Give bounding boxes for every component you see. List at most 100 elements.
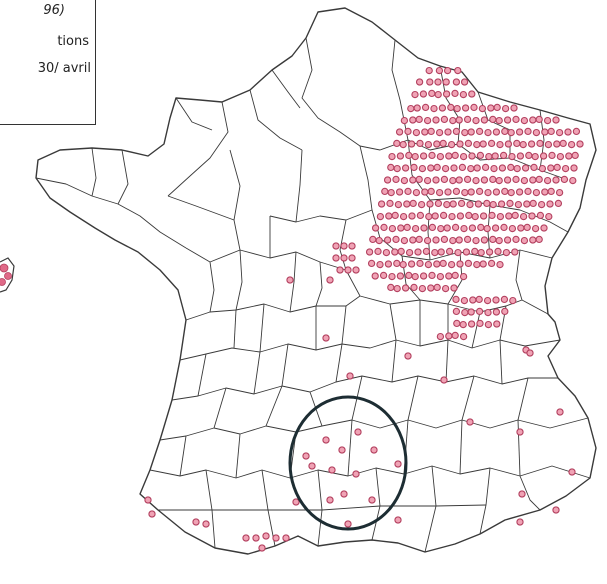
observation-dot [401, 164, 410, 172]
observation-dot [425, 66, 433, 75]
observation-dot [439, 259, 447, 268]
observation-dot [538, 164, 547, 173]
observation-dot [524, 127, 532, 136]
observation-dot [493, 103, 501, 112]
observation-dot [474, 200, 483, 208]
observation-dot [488, 211, 496, 220]
observation-dot [509, 296, 517, 305]
observation-dot [412, 128, 421, 137]
observation-dot [348, 242, 356, 250]
observation-dot [449, 236, 457, 245]
observation-dot [308, 462, 316, 470]
observation-dot [428, 223, 437, 232]
observation-dot [508, 152, 516, 161]
observation-dot [252, 534, 260, 542]
observation-dot [433, 283, 441, 292]
observation-dot [461, 128, 469, 137]
observation-dot [480, 176, 489, 184]
observation-dot [395, 188, 404, 196]
observation-dot [463, 115, 472, 124]
observation-dot [419, 272, 428, 280]
observation-dot [441, 284, 450, 293]
observation-dot [555, 188, 564, 197]
observation-dot [376, 212, 385, 221]
observation-dot [400, 176, 409, 185]
observation-dot [432, 236, 440, 244]
observation-dot [456, 212, 465, 220]
observation-dot [476, 151, 485, 160]
observation-dot [567, 140, 576, 149]
observation-dot [559, 139, 567, 148]
observation-dot [385, 212, 393, 220]
observation-dot [477, 248, 485, 257]
observation-dot [452, 187, 461, 196]
observation-dot [560, 175, 569, 184]
observation-dot [460, 296, 469, 305]
observation-dot [552, 506, 560, 514]
observation-dot [436, 272, 445, 281]
observation-dot [537, 200, 546, 209]
observation-dot [507, 163, 515, 172]
observation-dot [434, 90, 442, 99]
observation-dot [489, 235, 497, 244]
observation-dot [529, 199, 537, 208]
observation-dot [449, 116, 457, 125]
observation-dot [416, 211, 425, 220]
observation-dot [352, 470, 360, 478]
observation-dot [413, 104, 421, 112]
observation-dot [570, 164, 578, 172]
observation-dot [467, 320, 476, 328]
observation-dot [407, 140, 416, 148]
observation-dot [421, 128, 429, 136]
observation-dot [514, 200, 523, 209]
observation-dot [553, 140, 561, 148]
observation-dot [556, 152, 565, 161]
observation-dot [447, 260, 456, 269]
observation-dot [496, 260, 504, 269]
observation-dot [520, 236, 529, 245]
observation-dot [326, 496, 334, 504]
observation-dot [451, 223, 460, 232]
observation-dot [546, 200, 554, 208]
observation-dot [394, 516, 402, 524]
observation-dot [495, 116, 503, 125]
observation-dot [416, 259, 424, 268]
observation-dot [467, 164, 475, 173]
observation-dot [451, 151, 459, 160]
observation-dot [484, 188, 492, 197]
observation-dot [383, 176, 392, 184]
observation-dot [532, 128, 541, 137]
observation-dot [443, 200, 451, 209]
observation-dot [484, 320, 493, 329]
observation-dot [397, 247, 405, 256]
observation-dot [340, 490, 348, 498]
observation-dot [469, 296, 477, 304]
observation-dot [512, 235, 520, 244]
observation-dot [498, 164, 507, 172]
observation-dot [497, 200, 506, 208]
observation-dot [348, 254, 356, 262]
observation-dot [527, 140, 536, 148]
observation-dot [536, 211, 545, 220]
observation-dot [386, 199, 394, 208]
observation-dot [332, 254, 340, 262]
observation-dot [445, 152, 453, 160]
observation-dot [448, 212, 456, 221]
observation-dot [453, 104, 461, 113]
observation-dot [431, 212, 439, 220]
observation-dot [418, 284, 427, 293]
observation-dot [539, 152, 548, 160]
observation-dot [437, 224, 445, 233]
observation-dot [450, 164, 458, 172]
observation-dot [420, 224, 428, 232]
observation-dot [258, 544, 266, 552]
observation-dot [436, 152, 445, 161]
observation-dot [393, 164, 401, 173]
observation-dot [432, 116, 440, 124]
observation-dot [525, 151, 533, 160]
observation-dot [395, 128, 404, 136]
observation-dot [468, 90, 476, 98]
observation-dot [461, 188, 469, 197]
observation-dot [391, 248, 399, 256]
